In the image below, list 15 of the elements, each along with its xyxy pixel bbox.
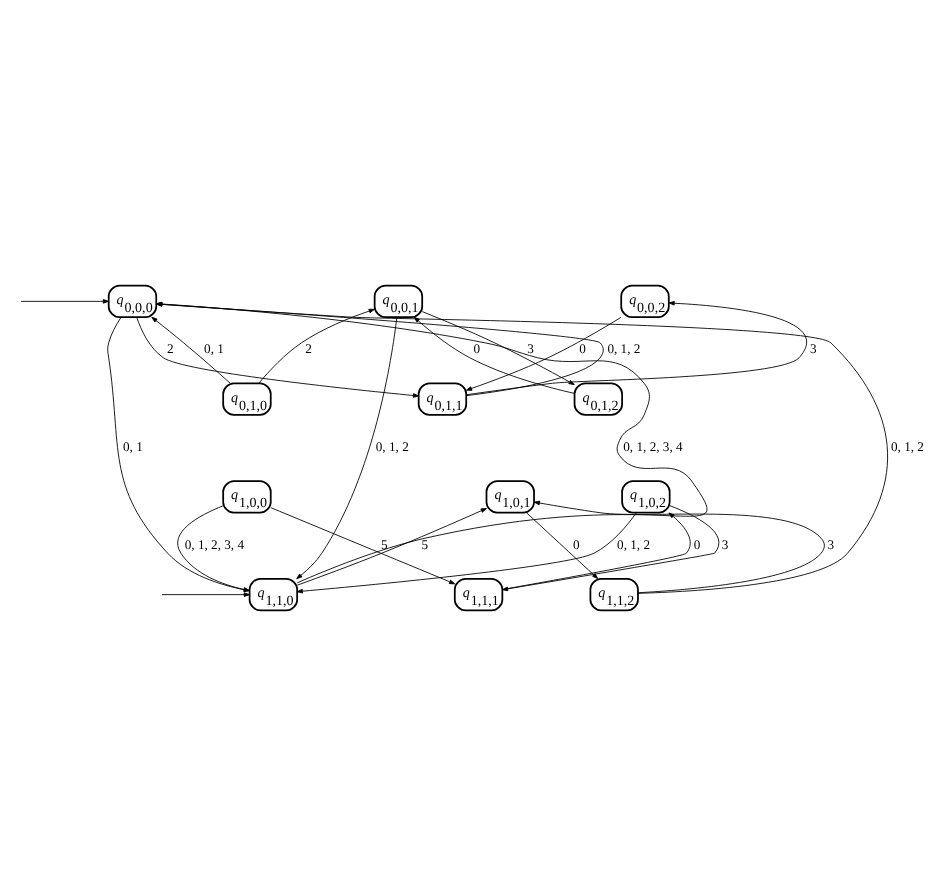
arrow (20, 298, 109, 303)
arrow (177, 504, 250, 596)
arrow (270, 506, 456, 584)
arrow (151, 315, 231, 383)
arrow (258, 307, 375, 383)
arrow (465, 316, 622, 390)
arrow (296, 507, 487, 585)
arrow (107, 316, 250, 596)
arrow (156, 300, 604, 396)
arrow (466, 299, 807, 395)
arrow (296, 315, 398, 579)
arrow (526, 511, 599, 578)
arrow (156, 300, 708, 583)
arrow (533, 499, 825, 593)
arrow (161, 586, 250, 596)
